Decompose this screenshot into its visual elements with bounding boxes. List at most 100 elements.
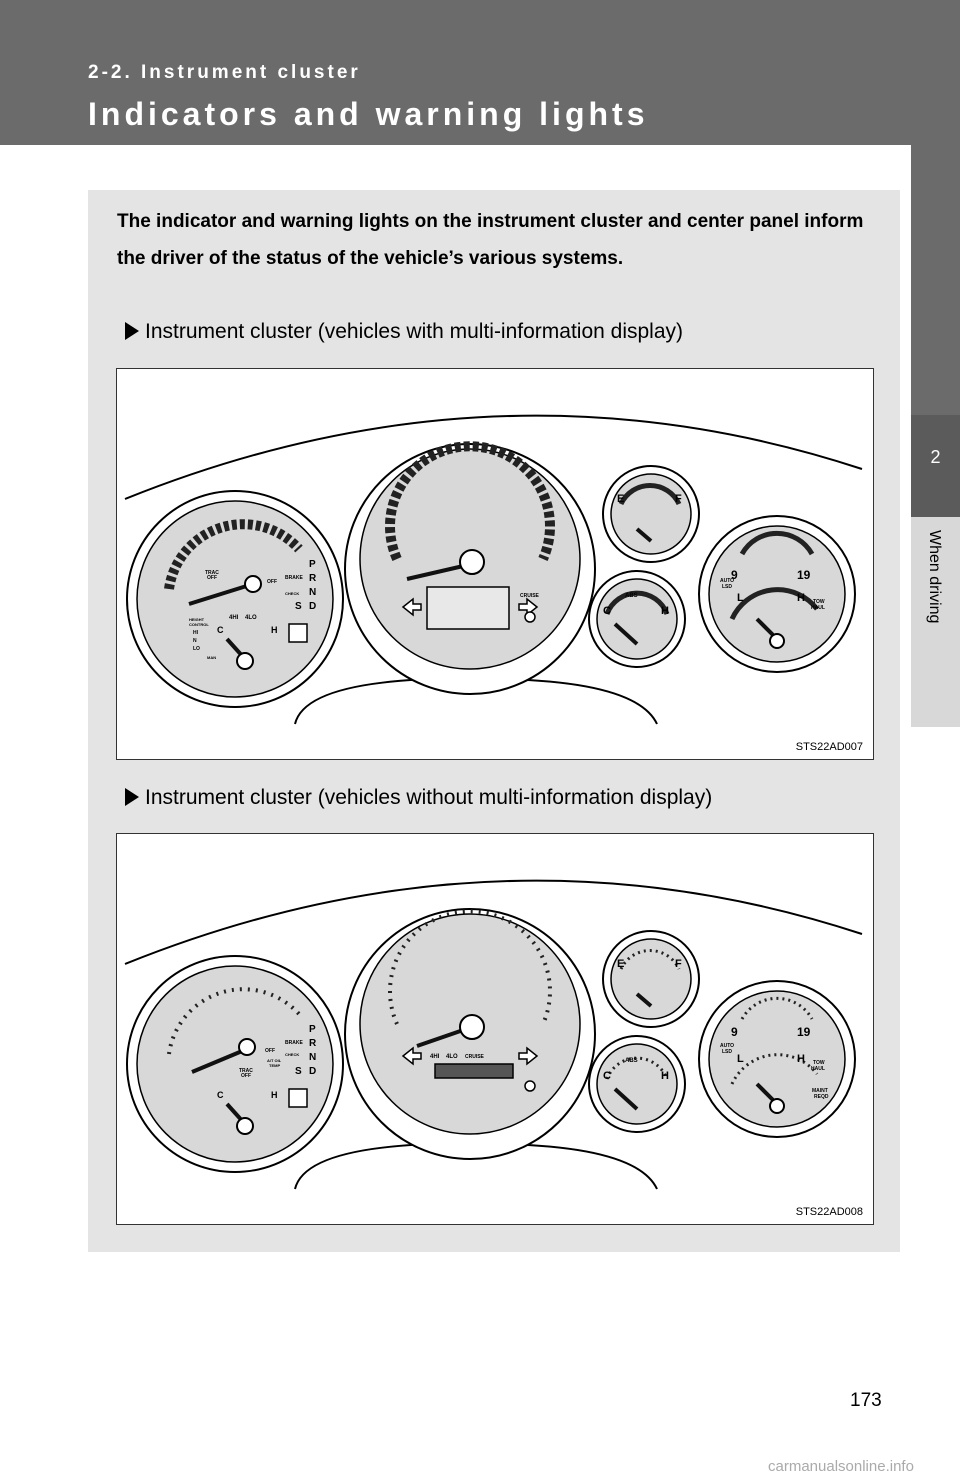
fuel-e-label: E xyxy=(617,958,624,970)
gear-s: S xyxy=(295,601,302,612)
fuel-gauge: E F xyxy=(602,465,700,563)
section-label: 2-2. Instrument cluster xyxy=(88,62,361,83)
figure-2: P R N D S BRAKE CHECK OFF A/T OIL TEMP T… xyxy=(116,833,874,1225)
4lo-label: 4LO xyxy=(446,1054,458,1060)
watermark: carmanualsonline.info xyxy=(768,1458,914,1475)
dash-outline-top xyxy=(124,414,863,500)
coolant-c-label: C xyxy=(603,605,611,617)
left-gauge: P R N D S BRAKE CHECK TRAC OFF OFF HEIGH… xyxy=(126,490,344,708)
gear-n: N xyxy=(309,587,316,598)
auto-label: AUTO xyxy=(720,1043,734,1049)
abs-label: ABS xyxy=(625,1058,638,1064)
man-label: MAN xyxy=(207,655,216,660)
volt-19-label: 19 xyxy=(797,568,811,582)
lsd-label: LSD xyxy=(722,1049,732,1055)
4hi-label: 4HI xyxy=(229,615,239,621)
volt-19-label: 19 xyxy=(797,1025,811,1039)
gear-p: P xyxy=(309,559,316,570)
auto-label: AUTO xyxy=(720,578,734,584)
height-lo-label: LO xyxy=(193,646,200,652)
trac-off-label: OFF xyxy=(241,1073,251,1079)
trac-label: TRAC xyxy=(205,570,219,576)
page-number: 173 xyxy=(850,1390,882,1411)
side-tab-top xyxy=(911,145,960,415)
right-gauge: 9 19 AUTO LSD L H TOW HAUL xyxy=(698,515,856,673)
haul-label: HAUL xyxy=(811,605,825,611)
trac-off-label: OFF xyxy=(207,575,217,581)
temp-c-label: C xyxy=(217,625,224,635)
lsd-label: LSD xyxy=(722,584,732,590)
figure-1: P R N D S BRAKE CHECK TRAC OFF OFF HEIGH… xyxy=(116,368,874,760)
control-label: CONTROL xyxy=(189,622,209,627)
gear-r: R xyxy=(309,1038,317,1049)
turn-left-icon xyxy=(401,597,422,617)
tow-label: TOW xyxy=(813,599,825,605)
reqd-label: REQD xyxy=(814,1094,829,1100)
brake-label: BRAKE xyxy=(285,1040,303,1046)
coolant-h-label: H xyxy=(661,605,669,617)
temp-c-label: C xyxy=(217,1090,224,1100)
fuel-gauge: E F xyxy=(602,930,700,1028)
cruise-label: CRUISE xyxy=(465,1054,485,1060)
side-tab-active[interactable] xyxy=(911,415,960,517)
fuel-f-label: F xyxy=(675,958,682,970)
gear-n: N xyxy=(309,1052,316,1063)
height-n-label: N xyxy=(193,638,197,644)
volt-9-label: 9 xyxy=(731,1025,738,1039)
check-label: CHECK xyxy=(285,591,299,596)
caption-arrow-icon xyxy=(125,788,139,806)
temp-gauge: ABS C H xyxy=(588,1035,686,1133)
oil-l-label: L xyxy=(737,592,744,604)
figure-1-code: STS22AD007 xyxy=(795,741,863,753)
dash-outline-top xyxy=(124,879,863,965)
fuel-f-label: F xyxy=(675,493,682,505)
center-gauge: CRUISE xyxy=(344,441,596,695)
height-label: HEIGHT xyxy=(189,617,205,622)
temp-h-label: H xyxy=(271,625,278,635)
coolant-h-label: H xyxy=(661,1070,669,1082)
figure-1-caption: Instrument cluster (vehicles with multi-… xyxy=(125,320,683,344)
right-gauge: 9 19 AUTO LSD L H TOW HAUL MAINT REQD xyxy=(698,980,856,1138)
side-tab-number: 2 xyxy=(930,447,941,467)
oil-l-label: L xyxy=(737,1053,744,1065)
figure-2-caption-text: Instrument cluster (vehicles without mul… xyxy=(145,786,713,809)
turn-left-icon xyxy=(401,1046,422,1066)
vsc-off-label: OFF xyxy=(265,1048,275,1054)
caption-arrow-icon xyxy=(125,322,139,340)
maint-label: MAINT xyxy=(812,1088,828,1094)
intro-text: The indicator and warning lights on the … xyxy=(117,211,864,269)
trac-label: TRAC xyxy=(239,1068,253,1074)
vsc-off-label: OFF xyxy=(267,579,277,585)
left-gauge: P R N D S BRAKE CHECK OFF A/T OIL TEMP T… xyxy=(126,955,344,1173)
oil-h-label: H xyxy=(797,592,805,604)
gear-p: P xyxy=(309,1024,316,1035)
check-label: CHECK xyxy=(285,1052,299,1057)
figure-2-caption: Instrument cluster (vehicles without mul… xyxy=(125,786,712,810)
volt-9-label: 9 xyxy=(731,568,738,582)
cruise-label: CRUISE xyxy=(520,593,540,599)
temp-h-label: H xyxy=(271,1090,278,1100)
tow-label: TOW xyxy=(813,1060,825,1066)
height-hi-label: HI xyxy=(193,630,199,636)
at-oil-label: A/T OIL xyxy=(267,1058,282,1063)
brake-label: BRAKE xyxy=(285,575,303,581)
4lo-label: 4LO xyxy=(245,615,257,621)
temp-gauge: ABS C H xyxy=(588,570,686,668)
abs-label: ABS xyxy=(625,593,638,599)
at-temp-label: TEMP xyxy=(269,1063,280,1068)
side-tab-label: When driving xyxy=(926,530,943,624)
figure-2-code: STS22AD008 xyxy=(795,1206,863,1218)
gear-r: R xyxy=(309,573,317,584)
haul-label: HAUL xyxy=(811,1066,825,1072)
figure-1-caption-text: Instrument cluster (vehicles with multi-… xyxy=(145,320,684,343)
4hi-label: 4HI xyxy=(430,1054,440,1060)
gear-d: D xyxy=(309,1066,316,1077)
cluster-illustration-1: P R N D S BRAKE CHECK TRAC OFF OFF HEIGH… xyxy=(124,414,863,725)
coolant-c-label: C xyxy=(603,1070,611,1082)
gear-d: D xyxy=(309,601,316,612)
page-title: Indicators and warning lights xyxy=(88,96,649,132)
oil-h-label: H xyxy=(797,1053,805,1065)
fuel-e-label: E xyxy=(617,493,624,505)
cluster-illustration-2: P R N D S BRAKE CHECK OFF A/T OIL TEMP T… xyxy=(124,879,863,1190)
center-gauge: 4HI 4LO CRUISE xyxy=(344,908,596,1160)
